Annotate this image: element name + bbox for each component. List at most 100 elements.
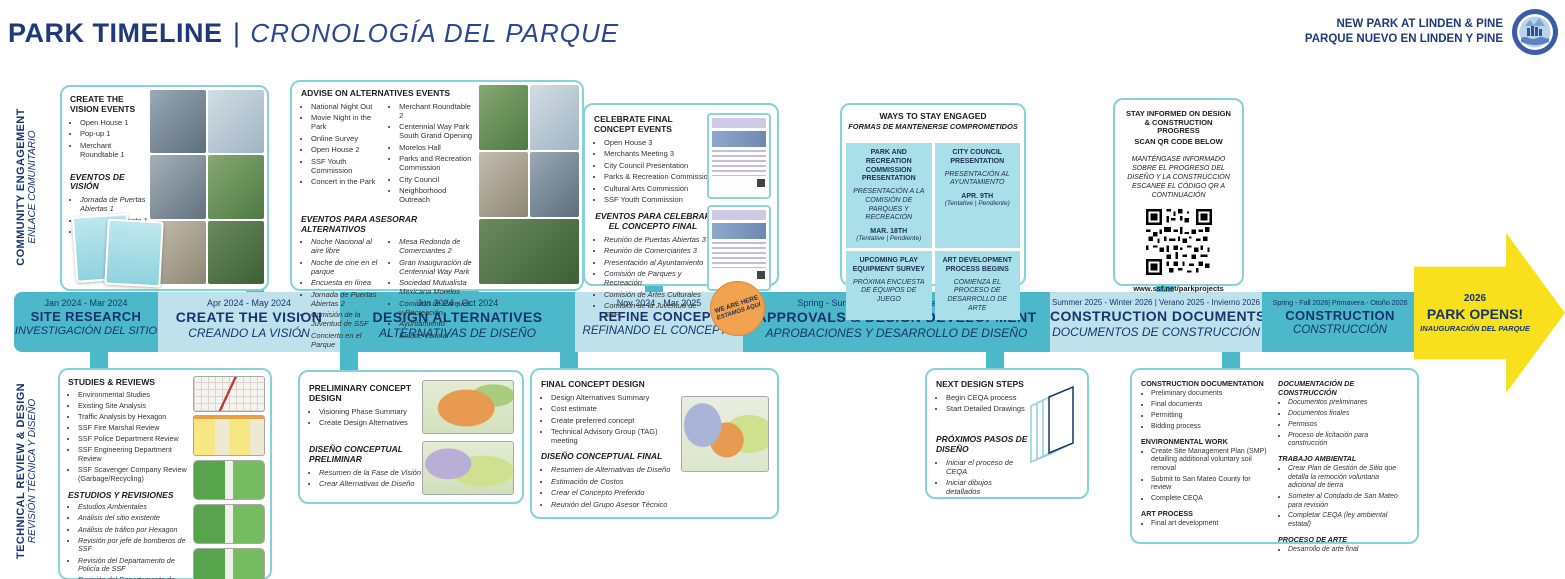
box-text: CELEBRATE FINAL CONCEPT EVENTS Open Hous… (594, 114, 712, 322)
bullet-item: SSF Police Department Review (78, 435, 190, 444)
bullet-item: Estimación de Costos (551, 477, 683, 486)
box-text: FINAL CONCEPT DESIGN Design Alternatives… (541, 379, 683, 511)
box-ways-to-stay-engaged: WAYS TO STAY ENGAGED FORMAS DE MANTENERS… (840, 103, 1026, 320)
bullet-item: Gran Inauguración de Centennial Way Park (399, 258, 473, 276)
phase-title-es: CREANDO LA VISIÓN (188, 326, 310, 340)
bullet-item: Technical Advisory Group (TAG) meeting (551, 427, 683, 445)
bullet-list: Resumen de Alternativas de DiseñoEstimac… (541, 465, 683, 509)
engagement-cell: CITY COUNCIL PRESENTATION PRESENTACIÓN A… (934, 143, 1020, 248)
bullet-item: City Council (399, 175, 473, 184)
bullet-item: Revisión del Departamento de Ingeniería … (78, 575, 190, 579)
park-opens-en: PARK OPENS! (1426, 306, 1524, 322)
phase-title-es: APROBACIONES Y DESARROLLO DE DISEÑO (765, 326, 1028, 340)
bullet-item: SSF Youth Commission (604, 195, 712, 204)
concept-plan-thumbnails (422, 380, 514, 495)
bullet-item: Reunión de Comerciantes 3 (604, 246, 712, 255)
bullet-item: City Council Presentation (604, 161, 712, 170)
construction-docs-es-column: DOCUMENTACIÓN DE CONSTRUCCIÓN Documentos… (1278, 379, 1408, 557)
connector-stub (560, 350, 578, 370)
bullet-item: Cultural Arts Commission (604, 184, 712, 193)
park-opens-text: 2026 PARK OPENS! INAUGURACIÓN DEL PARQUE (1414, 293, 1536, 333)
phase-title-es: REFINANDO EL CONCEPTO (582, 325, 736, 337)
side-label-en: TECHNICAL REVIEW & DESIGN (15, 382, 27, 560)
event-photo (150, 90, 206, 154)
bullet-item: Presentación al Ayuntamiento (604, 258, 712, 267)
bullet-item: Create preferred concept (551, 416, 683, 425)
bullet-item: Permitting (1151, 412, 1269, 420)
bullet-item: SSF Scavenger Company Review (Garbage/Re… (78, 465, 190, 483)
bullet-item: Análisis del sitio existente (78, 514, 190, 523)
bullet-item: Crear Plan de Gestión de Sitio que detal… (1288, 465, 1408, 490)
bullet-item: Final art development (1151, 520, 1269, 528)
phase-title-es: INVESTIGACIÓN DEL SITIO (14, 325, 158, 337)
box-construction-documentation: CONSTRUCTION DOCUMENTATION Preliminary d… (1130, 368, 1419, 553)
page-title: PARK TIMELINE | CRONOLOGÍA DEL PARQUE (8, 18, 619, 49)
event-photo (479, 85, 528, 150)
bullet-item: Análisis de tráfico por Hexagon (78, 525, 190, 535)
box-celebrate-final-concept-events: CELEBRATE FINAL CONCEPT EVENTS Open Hous… (583, 103, 779, 319)
project-name: NEW PARK AT LINDEN & PINE PARQUE NUEVO E… (1305, 17, 1503, 47)
box-final-concept-design: FINAL CONCEPT DESIGN Design Alternatives… (530, 368, 779, 519)
construction-docs-en-column: CONSTRUCTION DOCUMENTATION Preliminary d… (1141, 379, 1269, 531)
bullet-item: Open House 1 (80, 118, 148, 127)
bullet-item: Noche de cine en el parque (311, 258, 383, 276)
bullet-list: Open House 1Pop-up 1Merchant Roundtable … (70, 118, 148, 159)
connector-stub (986, 350, 1004, 370)
bullet-list: Open House 3Merchants Meeting 3City Coun… (594, 138, 712, 205)
park-opens-year: 2026 (1463, 293, 1487, 304)
bullet-item: Merchant Roundtable 2 (399, 102, 473, 120)
bullet-item: SSF Fire Marshal Review (78, 424, 190, 433)
phase-title-es: ALTERNATIVAS DE DISEÑO (379, 326, 536, 340)
box-header-en: ADVISE ON ALTERNATIVES EVENTS (301, 88, 451, 98)
bullet-item: Documentos preliminares (1288, 399, 1408, 407)
bullet-item: Merchant Roundtable 1 (80, 141, 148, 159)
bullet-item: Crear el Concepto Preferido (551, 488, 683, 497)
bullet-item: Jornada de Puertas Abiertas 1 (80, 195, 148, 213)
stay-engaged-grid: PARK AND RECREATION COMMISSION PRESENTAT… (846, 143, 1020, 320)
box-create-vision-events: CREATE THE VISION EVENTS Open House 1Pop… (60, 85, 269, 291)
bullet-list: Begin CEQA processStart Detailed Drawing… (936, 393, 1028, 414)
bullet-list: National Night OutMovie Night in the Par… (301, 102, 383, 207)
box-header-en: FINAL CONCEPT DESIGN (541, 379, 645, 389)
section-header: ENVIRONMENTAL WORK (1141, 437, 1228, 447)
site-diagram-thumbnail (193, 504, 265, 544)
box-text: ADVISE ON ALTERNATIVES EVENTS National N… (301, 88, 473, 351)
bullet-item: Jornada de Puertas Abiertas 2 (311, 290, 383, 308)
bullet-item: SSF Youth Commission (311, 157, 383, 175)
park-opens-arrow: 2026 PARK OPENS! INAUGURACIÓN DEL PARQUE (1414, 233, 1565, 393)
site-map-thumbnail (193, 376, 265, 412)
bullet-item: Someter al Condado de San Mateo para rev… (1288, 493, 1408, 510)
bullet-list: Documentos preliminaresDocumentos finale… (1278, 399, 1408, 448)
site-diagram-thumbnail (193, 460, 265, 500)
bullet-item: Comisión de Artes Culturales (604, 290, 712, 299)
timeline-phase-design-alternatives: Jun 2024 - Oct 2024 DESIGN ALTERNATIVES … (340, 292, 575, 352)
box-header-es: EVENTOS DE VISIÓN (70, 171, 125, 192)
bullet-item: Iniciar dibujos detallados (946, 478, 1028, 496)
bullet-item: Proceso de licitación para construcción (1288, 432, 1408, 449)
bullet-item: National Night Out (311, 102, 383, 111)
box-header-es: EVENTOS PARA CELEBRAR EL CONCEPTO FINAL (595, 211, 711, 231)
bullet-list: Merchant Roundtable 2Centennial Way Park… (389, 102, 473, 207)
bullet-item: Iniciar el proceso de CEQA (946, 458, 1028, 476)
project-name-en: NEW PARK AT LINDEN & PINE (1336, 18, 1503, 31)
bullet-item: Encuesta en línea (311, 278, 383, 287)
page-title-en: PARK TIMELINE (8, 18, 223, 48)
site-diagram-thumbnail (193, 548, 265, 579)
bullet-item: Create Design Alternatives (319, 418, 421, 427)
flyer-column (707, 113, 771, 291)
bullet-item: Create Site Management Plan (SMP) detail… (1151, 448, 1269, 473)
event-flyer-thumbnail (104, 218, 164, 288)
city-seal-icon (1512, 9, 1558, 55)
bullet-list: Estudios AmbientalesAnálisis del sitio e… (68, 503, 190, 579)
phase-dates: Summer 2025 - Winter 2026 | Verano 2025 … (1052, 298, 1260, 307)
side-label-es: REVISIÓN TÉCNICA Y DISEÑO (27, 398, 38, 544)
park-opens-es: INAUGURACIÓN DEL PARQUE (1420, 324, 1530, 333)
flyer-qr-mark (757, 271, 765, 279)
bullet-item: Traffic Analysis by Hexagon (78, 412, 190, 422)
bullet-list: Mesa Redonda de Comerciantes 2Gran Inaug… (389, 237, 473, 351)
bullet-list: Desarrollo de arte final (1278, 546, 1408, 554)
section-header: TRABAJO AMBIENTAL (1278, 454, 1357, 464)
qr-url: www.ssf.net/parkprojects (1133, 283, 1224, 293)
bullet-list: Environmental StudiesExisting Site Analy… (68, 390, 190, 484)
side-label-es: ENLACE COMUNITARIO (27, 130, 38, 244)
